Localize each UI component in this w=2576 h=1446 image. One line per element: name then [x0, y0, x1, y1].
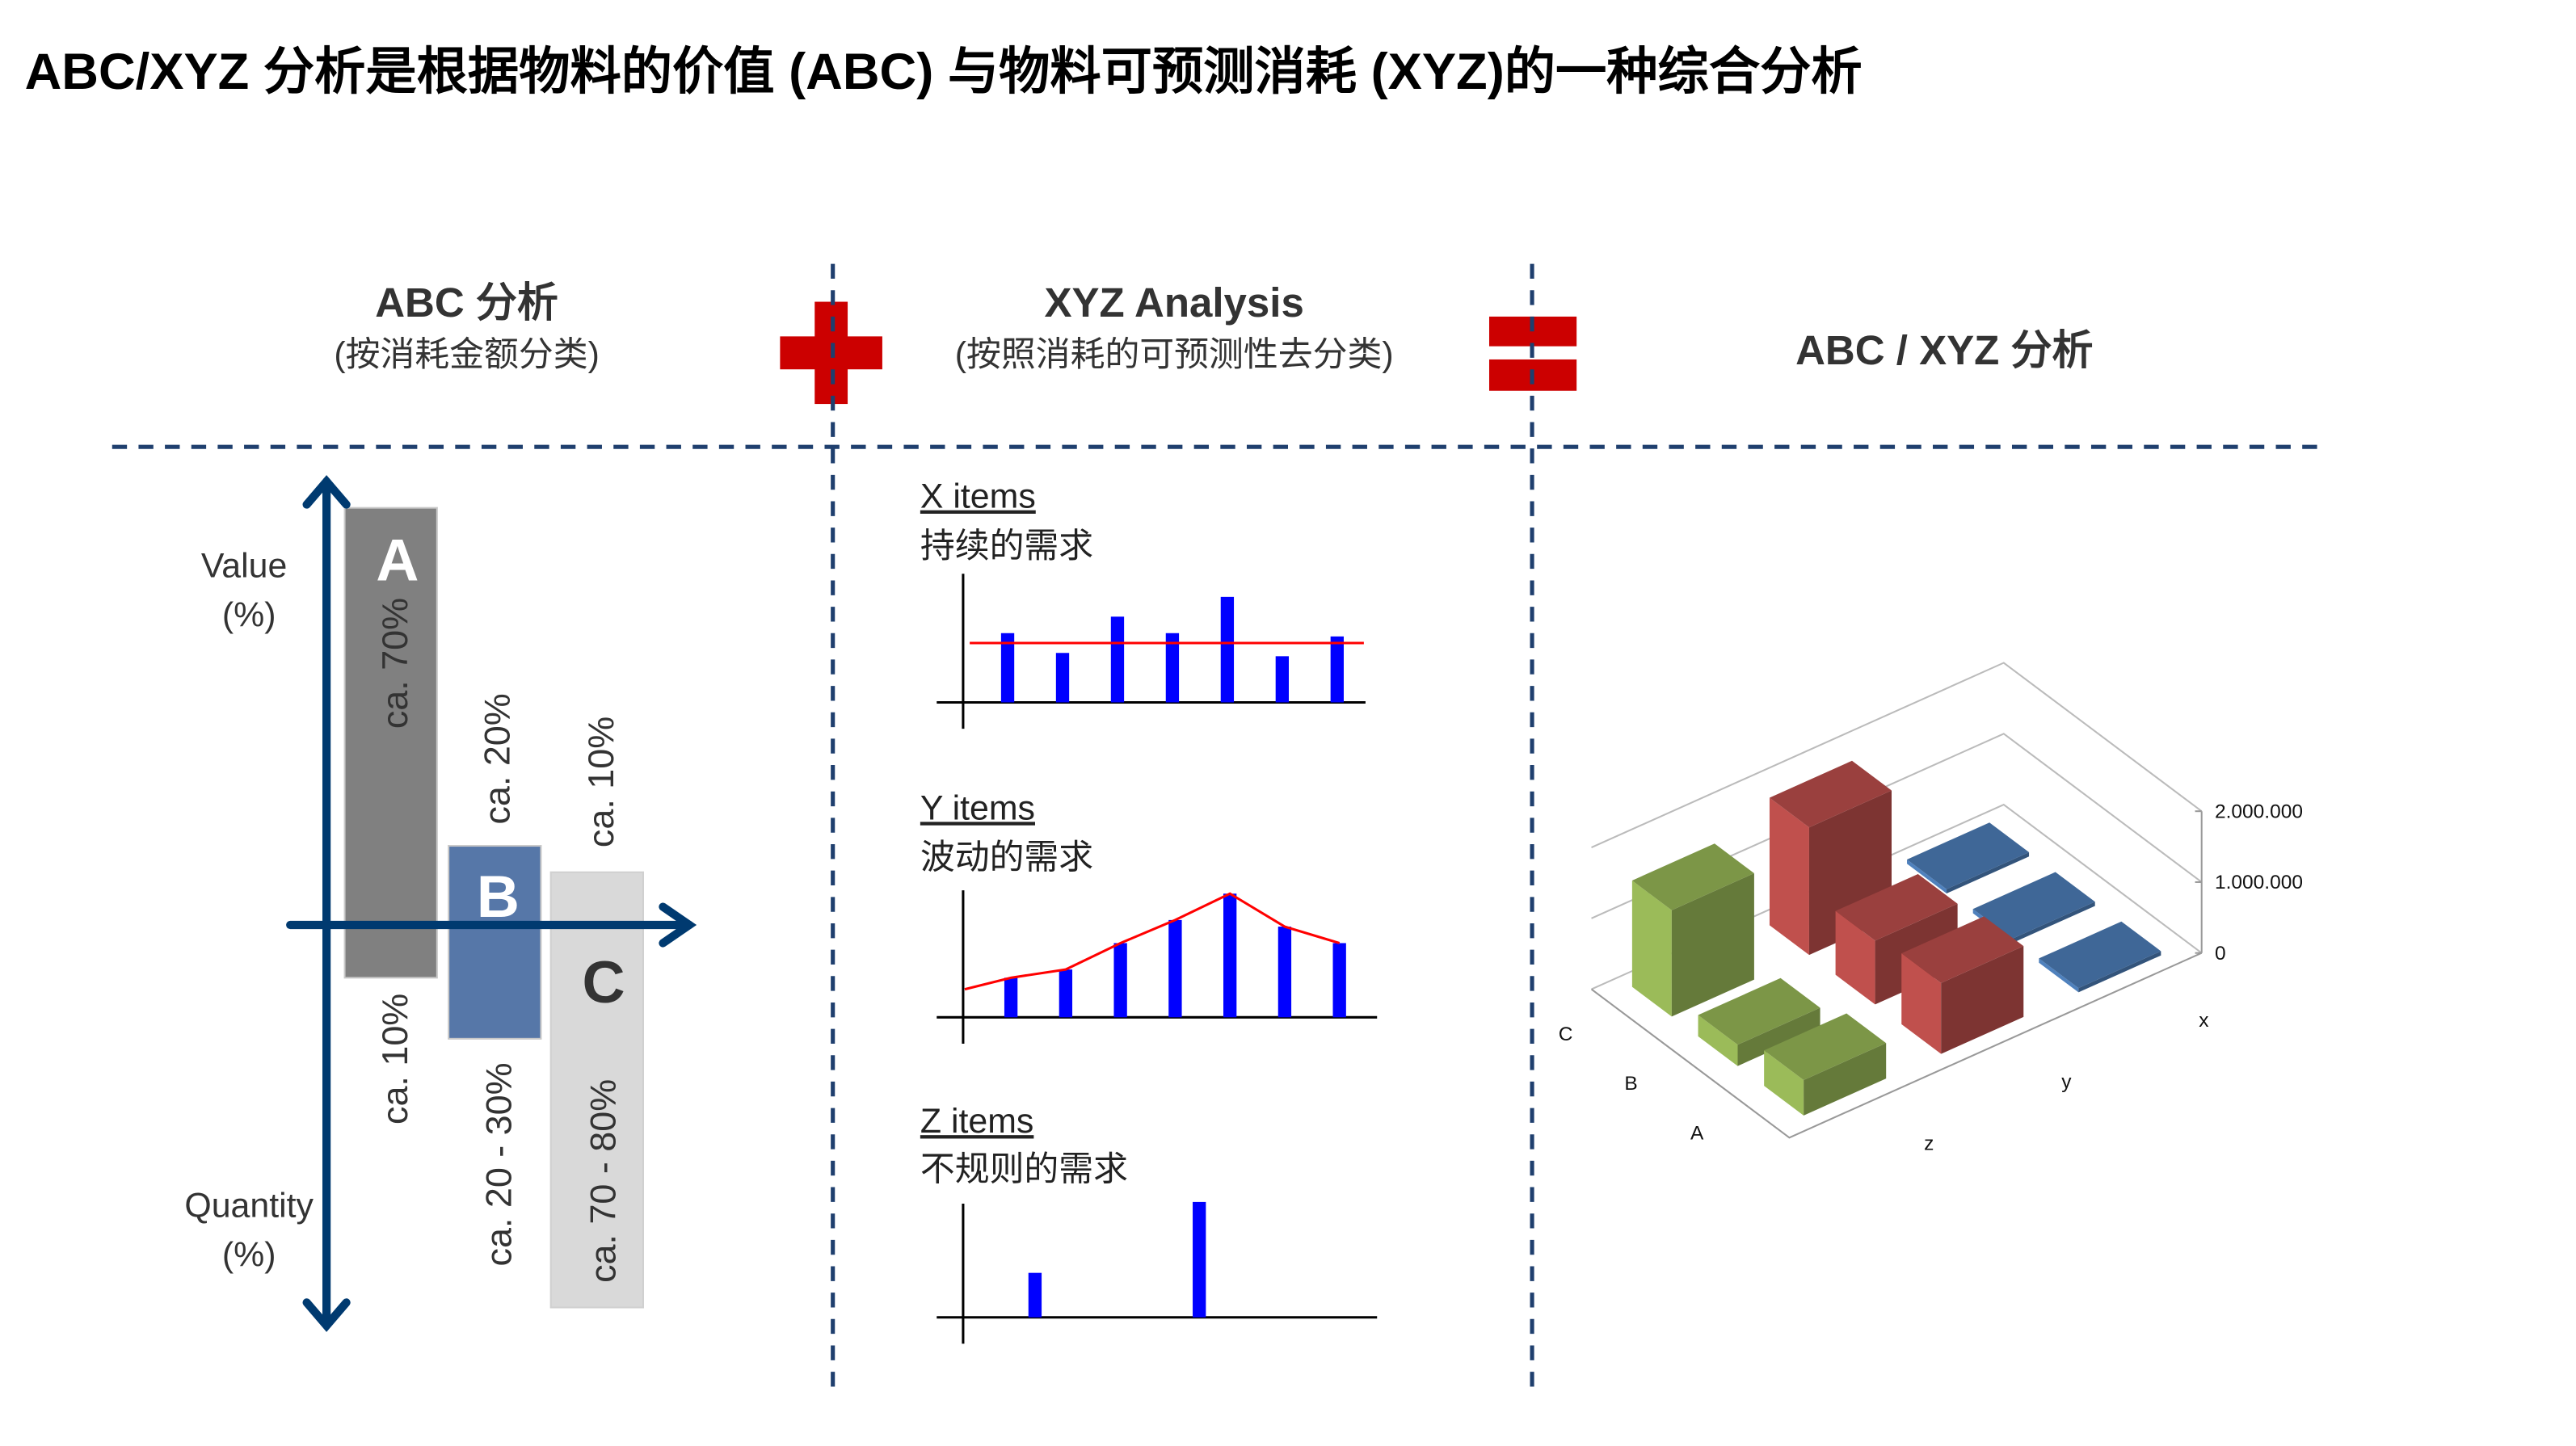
class-b-quantity-share: ca. 20 - 30%	[478, 1062, 520, 1266]
demand-bar	[1220, 596, 1235, 703]
bar3d-side-face	[1698, 1015, 1738, 1066]
class-a-quantity-share: ca. 10%	[374, 994, 415, 1124]
category-label: z	[1924, 1133, 1934, 1154]
bar3d-front-face	[1941, 946, 2024, 1054]
series-label: C	[1559, 1024, 1573, 1045]
bar3d-top-face	[1901, 916, 2024, 983]
floor-edge	[1590, 952, 2203, 1139]
demand-bar	[1275, 656, 1290, 703]
bar3d	[1907, 822, 2030, 893]
bar3d	[1901, 916, 2024, 1054]
bar3d-side-face	[1764, 1050, 1804, 1116]
bar3d-top-face	[1769, 760, 1892, 828]
demand-bar	[1330, 636, 1344, 703]
demand-bar	[1055, 653, 1070, 703]
demand-bar	[1004, 977, 1018, 1018]
bar3d-top-face	[1764, 1013, 1887, 1080]
bar3d-front-face	[1804, 1043, 1887, 1116]
bar3d	[1769, 760, 1892, 956]
x-items-desc: 持续的需求	[920, 527, 1093, 565]
bar3d	[1631, 843, 1754, 1017]
bar3d	[1764, 1013, 1887, 1116]
bar3d-side-face	[1835, 910, 1875, 1005]
bar3d-front-face	[2012, 902, 2095, 944]
demand-bar	[1000, 633, 1015, 703]
bar3d-top-face	[2039, 921, 2161, 989]
quantity-unit: (%)	[222, 1236, 276, 1275]
arrow-right-icon	[659, 902, 697, 948]
bar3d-side-face	[1769, 797, 1809, 956]
demand-bar	[1332, 943, 1346, 1018]
abc-diagram: Value (%) Quantity (%) A B C ca. 70% ca.…	[184, 475, 697, 1332]
demand-bar	[1223, 893, 1237, 1018]
class-b-bar	[448, 845, 542, 1040]
value-tick-label: 0	[2215, 943, 2226, 965]
y-items-desc: 波动的需求	[920, 839, 1093, 877]
category-label: x	[2199, 1010, 2208, 1032]
value-tick-label: 2.000.000	[2215, 801, 2303, 822]
class-c-value-share: ca. 10%	[580, 717, 621, 847]
xyz-heading: XYZ Analysis	[1045, 280, 1304, 326]
value-unit: (%)	[222, 596, 276, 635]
gridline	[1591, 662, 2203, 849]
bar3d-side-face	[2039, 958, 2079, 993]
value-label: Value	[201, 546, 287, 585]
bar3d-side-face	[1907, 859, 1947, 893]
demand-bar	[1168, 919, 1182, 1018]
demand-bar	[1028, 1272, 1042, 1318]
arrow-down-icon	[302, 1298, 351, 1332]
abc-xyz-3d-chart: 0 1.000.000 2.000.000 z y xA B C	[1559, 662, 2303, 1154]
bar3d-front-face	[1737, 1007, 1820, 1066]
bar3d-top-face	[1907, 822, 2030, 889]
class-c-quantity-share: ca. 70 - 80%	[582, 1079, 623, 1283]
value-tick-label: 1.000.000	[2215, 872, 2303, 893]
x-items-label: X items	[920, 477, 1036, 516]
z-items-label: Z items	[920, 1102, 1034, 1141]
trend-line	[964, 892, 1341, 991]
bar3d	[2039, 921, 2161, 993]
bar3d-side-face	[1631, 880, 1672, 1017]
class-b-value-share: ca. 20%	[477, 693, 518, 824]
bar3d-side-face	[1901, 953, 1942, 1054]
bar3d	[1698, 977, 1820, 1066]
bar3d-front-face	[1947, 851, 2030, 893]
bar3d-top-face	[1835, 873, 1958, 941]
series-label: A	[1690, 1122, 1704, 1144]
demand-bar	[1110, 616, 1125, 703]
demand-bar	[1059, 969, 1073, 1018]
abc-heading: ABC 分析	[375, 280, 558, 326]
combined-heading: ABC / XYZ 分析	[1795, 327, 2093, 373]
category-label: y	[2061, 1071, 2072, 1093]
demand-bar	[1165, 633, 1180, 703]
class-b-letter: B	[477, 863, 520, 930]
arrow-up-icon	[302, 475, 351, 509]
demand-bar	[1113, 943, 1127, 1018]
equals-icon	[1488, 316, 1577, 391]
bar3d-front-face	[1671, 873, 1754, 1017]
demand-bar	[1277, 927, 1292, 1018]
class-c-letter: C	[582, 948, 625, 1015]
y-items-label: Y items	[920, 788, 1035, 827]
quantity-label: Quantity	[184, 1186, 314, 1225]
z-items-desc: 不规则的需求	[920, 1150, 1128, 1188]
series-label: B	[1624, 1073, 1637, 1095]
bar3d-top-face	[1698, 977, 1820, 1045]
demand-bar	[1193, 1201, 1206, 1318]
bar3d-top-face	[1631, 843, 1754, 910]
class-a-bar	[343, 507, 438, 979]
slide-title: ABC/XYZ 分析是根据物料的价值 (ABC) 与物料可预测消耗 (XYZ)的…	[25, 44, 1863, 100]
class-a-value-share: ca. 70%	[374, 598, 415, 729]
class-c-bar	[549, 871, 644, 1309]
xyz-charts	[937, 574, 1378, 1344]
bar3d-front-face	[2078, 951, 2161, 993]
xyz-subheading: (按照消耗的可预测性去分类)	[955, 335, 1394, 374]
bar3d-top-face	[1972, 872, 2095, 939]
abc-subheading: (按消耗金额分类)	[334, 335, 600, 374]
class-a-letter: A	[376, 526, 419, 593]
